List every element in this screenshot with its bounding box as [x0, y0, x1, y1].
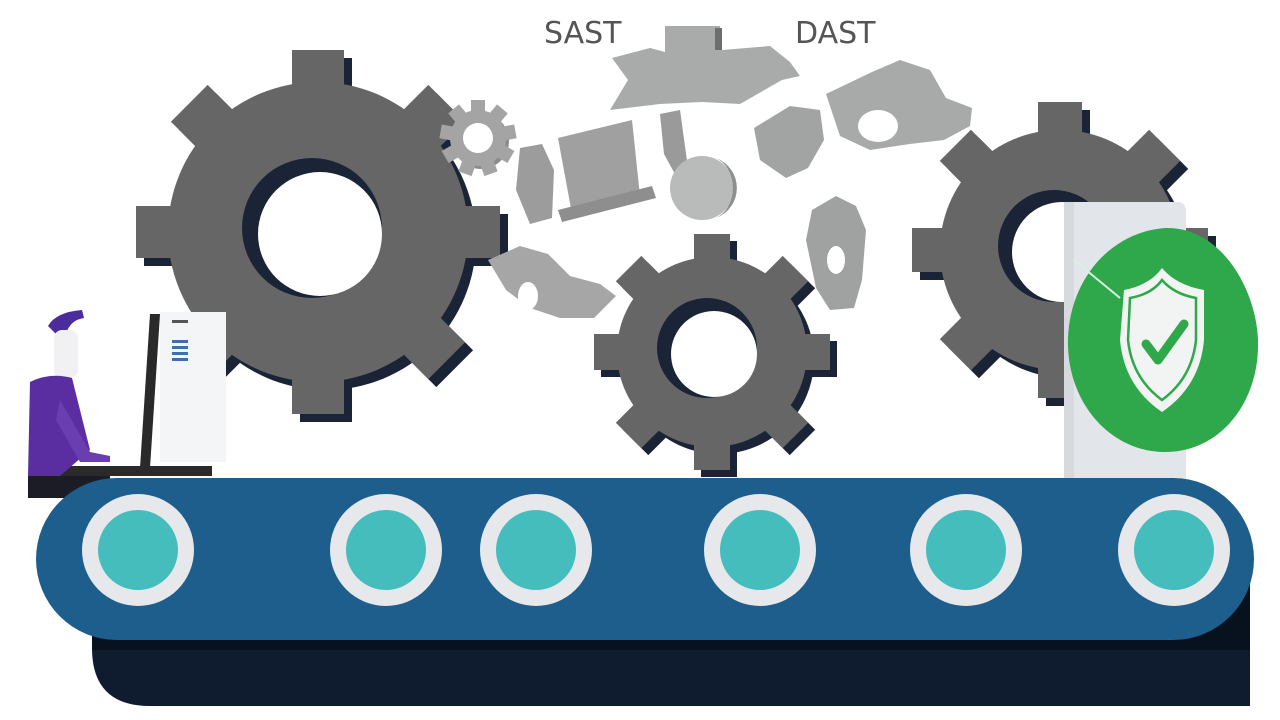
shield-check-icon — [1067, 227, 1259, 452]
roller-icon — [1118, 494, 1230, 606]
center-gear-icon — [594, 234, 837, 477]
conveyor-belt — [36, 478, 1254, 706]
roller-icon — [480, 494, 592, 606]
roller-icon — [82, 494, 194, 606]
broken-gear-fragments — [488, 26, 972, 318]
large-gear-left-icon — [136, 50, 508, 422]
small-gear-icon — [439, 100, 517, 177]
sast-label: SAST — [544, 16, 622, 51]
developer-figure — [28, 310, 226, 498]
roller-icon — [910, 494, 1022, 606]
roller-icon — [330, 494, 442, 606]
roller-icon — [704, 494, 816, 606]
dast-label: DAST — [795, 16, 876, 51]
